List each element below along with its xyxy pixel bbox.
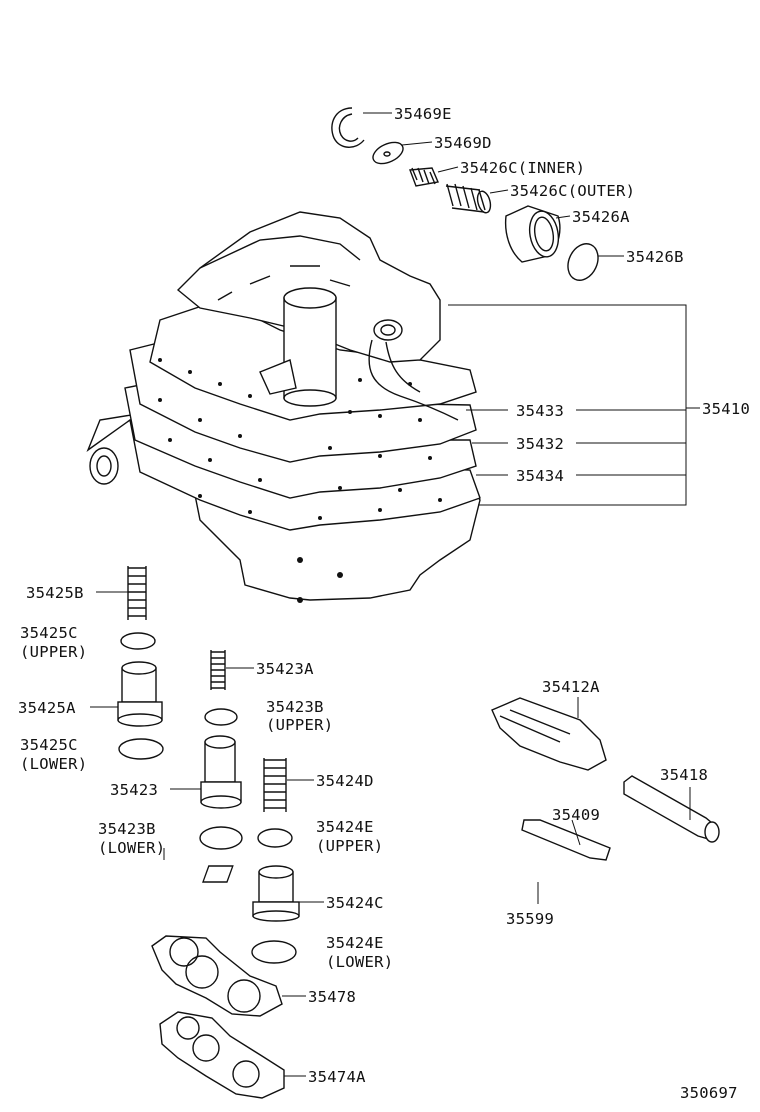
label-35425C-upper: 35425C — [20, 624, 78, 642]
label-35426C-outer: 35426C(OUTER) — [510, 182, 635, 200]
label-35478: 35478 — [308, 988, 356, 1006]
spring-35425B — [96, 566, 147, 620]
solenoid-35418 — [623, 775, 720, 843]
label-35424D: 35424D — [316, 772, 374, 790]
o-ring-35423B-lower — [163, 826, 243, 860]
piston-35426A — [504, 205, 571, 263]
o-ring-35425C-lower — [118, 738, 164, 760]
label-35424E-upper: 35424E — [316, 818, 374, 836]
label-35425C-lower: 35425C — [20, 736, 78, 754]
spring-35423A — [210, 650, 254, 690]
diagram-id: 350697 — [680, 1084, 738, 1102]
label-35426B: 35426B — [626, 248, 684, 266]
spring-35426C-inner — [409, 166, 459, 187]
label-35433: 35433 — [516, 402, 564, 420]
label-35424E-lower: 35424E — [326, 934, 384, 952]
label-35434: 35434 — [516, 467, 564, 485]
cover-35474A — [159, 1011, 306, 1099]
piston-35425A — [90, 661, 163, 727]
label-35423B-lower-note: (LOWER) — [98, 839, 165, 857]
plate-holes — [158, 358, 442, 603]
label-35423B-upper: 35423B — [266, 698, 324, 716]
label-35425B: 35425B — [26, 584, 84, 602]
piston-35423 — [170, 735, 242, 809]
label-35469D: 35469D — [434, 134, 492, 152]
valve-body-35412A — [491, 697, 607, 771]
label-35426C-inner: 35426C(INNER) — [460, 159, 585, 177]
label-35424E-lower-note: (LOWER) — [326, 953, 393, 971]
label-35425A: 35425A — [18, 699, 76, 717]
o-ring-35423B-upper — [204, 708, 238, 726]
o-ring-35424E-lower — [251, 940, 297, 964]
label-35423B-lower: 35423B — [98, 820, 156, 838]
gasket-35478 — [151, 935, 306, 1017]
label-35424E-upper-note: (UPPER) — [316, 837, 383, 855]
label-35423: 35423 — [110, 781, 158, 799]
label-35426A: 35426A — [572, 208, 630, 226]
label-35412A: 35412A — [542, 678, 600, 696]
label-35432: 35432 — [516, 435, 564, 453]
o-ring-35425C-upper — [120, 632, 156, 650]
o-ring-35424E-upper — [257, 828, 293, 848]
label-35410: 35410 — [702, 400, 750, 418]
washer-35469D — [372, 141, 433, 165]
plate-35599 — [202, 865, 539, 904]
label-35409: 35409 — [552, 806, 600, 824]
label-35424C: 35424C — [326, 894, 384, 912]
valve-body-assembly — [86, 211, 700, 603]
spring-35424D — [263, 758, 314, 812]
snap-ring-35469E — [331, 107, 392, 148]
label-35474A: 35474A — [308, 1068, 366, 1086]
label-35425C-upper-note: (UPPER) — [20, 643, 87, 661]
label-35423A: 35423A — [256, 660, 314, 678]
label-35599: 35599 — [506, 910, 554, 928]
label-35423B-upper-note: (UPPER) — [266, 716, 333, 734]
o-ring-35426B — [567, 243, 624, 281]
spring-plate-35409 — [521, 819, 611, 861]
spring-35426C-outer — [445, 183, 509, 214]
piston-35424C — [252, 865, 324, 922]
label-35418: 35418 — [660, 766, 708, 784]
label-35425C-lower-note: (LOWER) — [20, 755, 87, 773]
label-35469E: 35469E — [394, 105, 452, 123]
